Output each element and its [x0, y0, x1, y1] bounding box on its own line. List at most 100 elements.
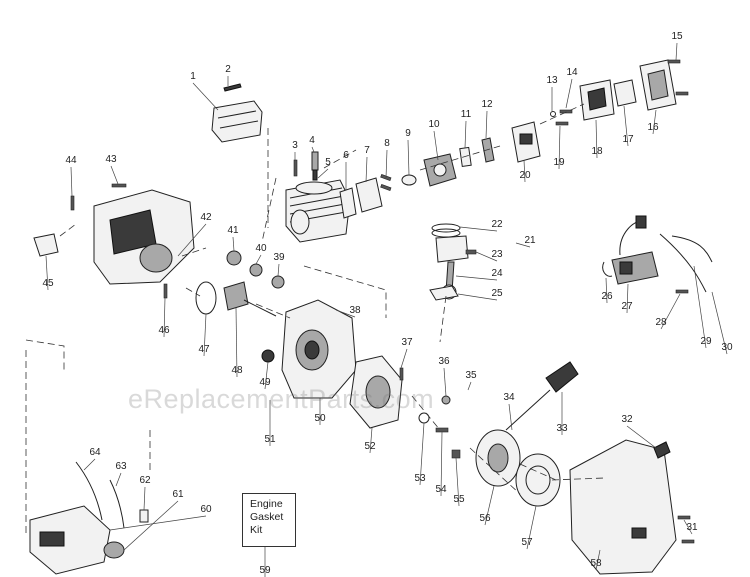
part-16-air-filter-cover	[639, 59, 677, 111]
callout-3: 3	[292, 140, 298, 151]
callout-50: 50	[314, 413, 326, 424]
part-2-clip	[223, 83, 242, 92]
callout-26: 26	[601, 291, 613, 302]
leader-line-31	[683, 519, 693, 535]
leader-line-19	[558, 125, 561, 170]
part-64-wire	[75, 461, 103, 521]
leader-line-26	[605, 277, 608, 304]
callout-31: 31	[686, 522, 698, 533]
leader-line-34	[508, 403, 513, 431]
leader-line-38	[335, 309, 356, 318]
callout-36: 36	[438, 356, 450, 367]
part-60-clutch-housing	[29, 505, 111, 575]
callout-15: 15	[671, 31, 683, 42]
leader-line-49	[264, 361, 269, 390]
part-4-spark-plug	[311, 151, 319, 181]
callout-56: 56	[479, 513, 491, 524]
callout-58: 58	[590, 558, 602, 569]
leader-line-7	[365, 156, 368, 183]
callout-2: 2	[225, 64, 231, 75]
callout-20: 20	[519, 170, 531, 181]
leader-line-25	[457, 293, 498, 301]
leader-line-43	[110, 165, 119, 185]
leader-line-23	[475, 251, 498, 262]
callout-41: 41	[227, 225, 239, 236]
part-6-gasket	[339, 187, 357, 219]
leader-line-20	[523, 159, 526, 183]
leader-line-44	[70, 166, 73, 197]
part-3-screw	[293, 159, 298, 177]
part-26-wire	[602, 261, 613, 277]
leader-line-41	[232, 236, 235, 252]
leader-line-10	[433, 130, 439, 161]
callout-7: 7	[364, 145, 370, 156]
part-36-bushing	[441, 395, 451, 405]
callout-19: 19	[553, 157, 565, 168]
callout-22: 22	[491, 219, 503, 230]
part-8-screw-2	[380, 183, 392, 191]
leader-line-52	[369, 427, 373, 454]
callout-25: 25	[491, 288, 503, 299]
part-20-air-filter-plate	[511, 121, 541, 163]
callout-42: 42	[200, 212, 212, 223]
part-18-filter-frame	[579, 79, 615, 121]
leader-line-40	[255, 254, 262, 265]
part-56-pulley	[475, 429, 521, 487]
leader-line-62	[143, 486, 146, 511]
part-44-screw	[70, 195, 75, 211]
callout-34: 34	[503, 392, 515, 403]
leader-line-12	[485, 110, 488, 139]
part-58-starter-housing	[569, 439, 677, 575]
callout-53: 53	[414, 473, 426, 484]
part-46-screw	[163, 283, 168, 299]
leader-line-9	[407, 139, 410, 176]
callout-51: 51	[264, 434, 276, 445]
callout-16: 16	[647, 122, 659, 133]
leader-line-11	[464, 120, 467, 149]
engine-gasket-kit-box	[242, 493, 296, 547]
callout-11: 11	[461, 109, 472, 120]
callout-32: 32	[621, 414, 633, 425]
leader-line-45	[45, 255, 49, 291]
part-55-spring	[451, 449, 461, 459]
part-37-screw	[399, 367, 404, 381]
callout-59: 59	[259, 565, 271, 576]
callout-8: 8	[384, 138, 390, 149]
part-32-spring	[653, 441, 671, 459]
callout-61: 61	[172, 489, 184, 500]
callout-55: 55	[453, 494, 465, 505]
part-61-nut	[103, 541, 125, 559]
leader-line-1	[192, 82, 219, 111]
leader-line-5	[317, 168, 329, 179]
callout-30: 30	[721, 342, 733, 353]
leader-line-16	[652, 109, 657, 135]
callout-6: 6	[343, 150, 349, 161]
callout-49: 49	[259, 377, 271, 388]
leader-line-21	[515, 242, 531, 248]
callout-10: 10	[428, 119, 440, 130]
leader-line-14	[565, 78, 573, 109]
part-22-piston-rings	[431, 223, 461, 238]
callout-64: 64	[89, 447, 101, 458]
callout-18: 18	[591, 146, 603, 157]
callout-5: 5	[325, 157, 331, 168]
part-39-bearing	[271, 275, 285, 289]
leader-line-17	[623, 105, 629, 147]
leader-line-53	[419, 422, 425, 486]
callout-44: 44	[65, 155, 77, 166]
callout-9: 9	[405, 128, 411, 139]
callout-37: 37	[401, 337, 413, 348]
part-15-screw	[667, 59, 681, 64]
leader-line-24	[455, 275, 498, 281]
leader-line-60	[109, 515, 207, 531]
callout-13: 13	[546, 75, 558, 86]
callout-57: 57	[521, 537, 533, 548]
part-57-spring	[515, 453, 561, 507]
callout-27: 27	[621, 301, 633, 312]
callout-29: 29	[700, 336, 712, 347]
leader-line-28	[660, 293, 681, 330]
part-42-housing	[93, 189, 195, 285]
leader-line-32	[626, 425, 657, 449]
leader-line-48	[235, 307, 238, 378]
